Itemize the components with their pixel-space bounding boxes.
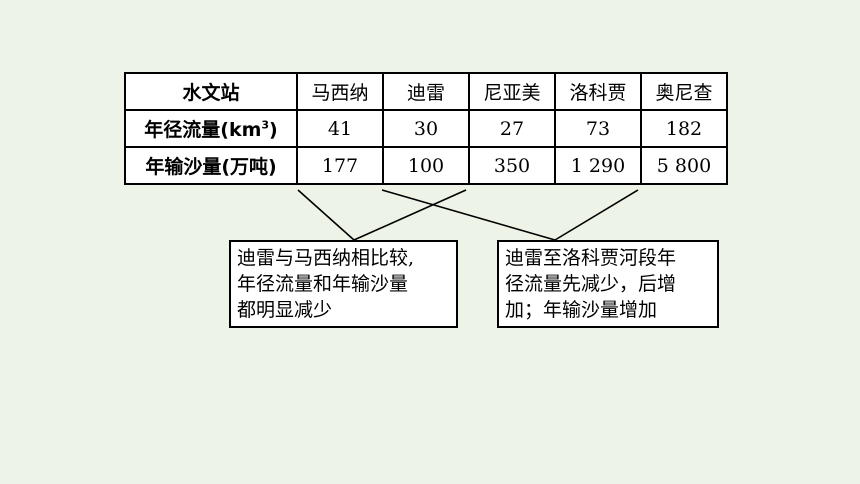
note-right-line-1: 迪雷至洛科贾河段年 <box>505 247 677 269</box>
note-left-line-3: 都明显减少 <box>237 299 333 321</box>
connector-line-diré-right-note <box>381 189 556 241</box>
connector-line-niamey-left-note <box>353 189 467 241</box>
connector-line-lokoja-right-note <box>554 189 639 241</box>
table-cell: 5 800 <box>640 146 728 185</box>
note-box-left: 迪雷与马西纳相比较, 年径流量和年输沙量 都明显减少 <box>229 240 458 328</box>
header-cell-lokoja: 洛科贾 <box>554 72 642 111</box>
note-left-line-1: 迪雷与马西纳相比较, <box>237 247 415 269</box>
row-label-runoff-sup: 3 <box>261 118 270 132</box>
header-cell-dire: 迪雷 <box>382 72 470 111</box>
table-cell: 1 290 <box>554 146 642 185</box>
header-cell-onitsha: 奥尼查 <box>640 72 728 111</box>
header-cell-niamey: 尼亚美 <box>468 72 556 111</box>
connector-line-masina-left-note <box>297 189 355 241</box>
note-right-line-3: 加；年输沙量增加 <box>505 299 658 321</box>
table-cell: 350 <box>468 146 556 185</box>
note-left-line-2: 年径流量和年输沙量 <box>237 273 409 295</box>
table-cell: 177 <box>296 146 384 185</box>
table-cell: 182 <box>640 109 728 148</box>
table-cell: 27 <box>468 109 556 148</box>
header-cell-station: 水文站 <box>124 72 298 111</box>
note-box-right: 迪雷至洛科贾河段年 径流量先减少，后增 加；年输沙量增加 <box>497 240 719 328</box>
header-cell-masina: 马西纳 <box>296 72 384 111</box>
row-label-runoff-text: 年径流量(km <box>144 119 262 141</box>
table-cell: 30 <box>382 109 470 148</box>
note-right-line-2: 径流量先减少，后增 <box>505 273 677 295</box>
row-label-sediment: 年输沙量(万吨) <box>124 146 298 185</box>
table-cell: 100 <box>382 146 470 185</box>
table-header-row: 水文站 马西纳 迪雷 尼亚美 洛科贾 奥尼查 <box>124 72 728 111</box>
table-cell: 41 <box>296 109 384 148</box>
table-row-runoff: 年径流量(km3) 41 30 27 73 182 <box>124 109 728 148</box>
row-label-runoff-close: ) <box>269 119 278 141</box>
table-cell: 73 <box>554 109 642 148</box>
hydrology-table: 水文站 马西纳 迪雷 尼亚美 洛科贾 奥尼查 年径流量(km3) 41 30 2… <box>124 72 728 185</box>
row-label-runoff: 年径流量(km3) <box>124 109 298 148</box>
table-row-sediment: 年输沙量(万吨) 177 100 350 1 290 5 800 <box>124 146 728 185</box>
